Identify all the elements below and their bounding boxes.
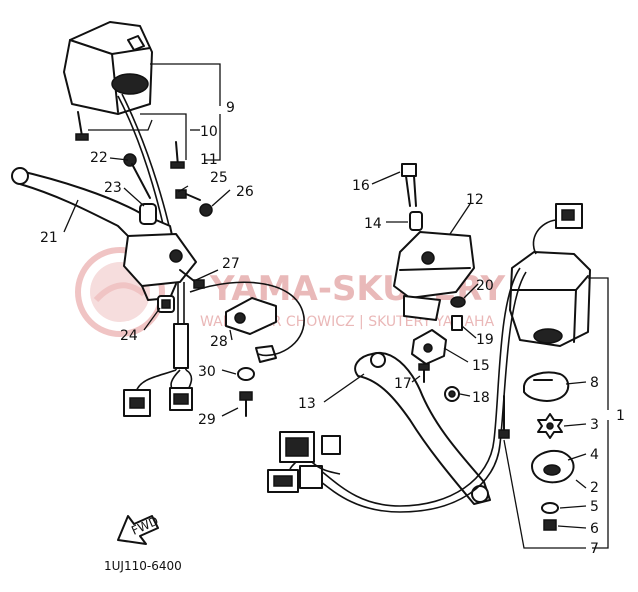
callout-20: 20 xyxy=(476,278,494,294)
brake-lever-13 xyxy=(354,351,491,505)
callout-12: 12 xyxy=(466,192,484,208)
callout-1: 1 xyxy=(616,408,625,424)
callout-21: 21 xyxy=(40,230,58,246)
screw-11 xyxy=(170,141,185,169)
callout-26: 26 xyxy=(236,184,254,200)
left-connector-b xyxy=(169,387,193,411)
callout-28: 28 xyxy=(210,334,228,350)
callout-18: 18 xyxy=(472,390,490,406)
callout-22: 22 xyxy=(90,150,108,166)
washer-5 xyxy=(541,502,559,514)
lever-holder xyxy=(123,233,197,301)
callout-3: 3 xyxy=(590,417,599,433)
callout-19: 19 xyxy=(476,332,494,348)
right-switch-housing xyxy=(509,251,591,347)
washer-30 xyxy=(237,367,255,381)
screw-7 xyxy=(498,395,510,439)
callout-15: 15 xyxy=(472,358,490,374)
brake-lever-holder-12 xyxy=(393,231,475,321)
screw-19 xyxy=(451,315,463,331)
nut-26 xyxy=(199,203,213,217)
collar-14 xyxy=(409,211,423,231)
leader-lines xyxy=(63,63,609,549)
callout-labels: 9 10 11 22 23 25 26 21 27 24 28 30 29 16… xyxy=(40,100,625,557)
callout-11: 11 xyxy=(200,152,218,168)
screw-27 xyxy=(179,269,205,289)
screw-29 xyxy=(239,391,253,417)
drawing-code: 1UJ110-6400 xyxy=(104,559,182,573)
callout-24: 24 xyxy=(120,328,138,344)
callout-16: 16 xyxy=(352,178,370,194)
callout-8: 8 xyxy=(590,375,599,391)
forward-arrow-icon: FWD xyxy=(117,514,161,545)
nut-20 xyxy=(450,296,466,308)
callout-4: 4 xyxy=(590,447,599,463)
switch-knob-4 xyxy=(531,450,575,484)
callout-2: 2 xyxy=(590,480,599,496)
collar-24 xyxy=(157,295,175,313)
callout-10: 10 xyxy=(200,124,218,140)
callout-27: 27 xyxy=(222,256,240,272)
right-connector xyxy=(555,203,583,229)
callout-13: 13 xyxy=(298,396,316,412)
callout-5: 5 xyxy=(590,499,599,515)
front-stop-switch-15 xyxy=(411,329,447,365)
callout-6: 6 xyxy=(590,521,599,537)
callout-23: 23 xyxy=(104,180,122,196)
left-connector-a xyxy=(123,389,151,417)
right-harness-connectors xyxy=(267,431,341,493)
callout-17: 17 xyxy=(394,376,412,392)
star-washer-3 xyxy=(537,413,563,439)
screw-17 xyxy=(418,363,430,383)
switch-knob-8 xyxy=(523,371,570,402)
collar-23 xyxy=(139,203,157,225)
callout-7: 7 xyxy=(590,541,599,557)
callout-30: 30 xyxy=(198,364,216,380)
callout-9: 9 xyxy=(226,100,235,116)
callout-29: 29 xyxy=(198,412,216,428)
screw-6 xyxy=(543,519,557,531)
screw-10 xyxy=(75,111,89,141)
bolt-16 xyxy=(401,163,417,207)
left-switch-housing xyxy=(63,21,153,115)
callout-25: 25 xyxy=(210,170,228,186)
nut-18 xyxy=(444,386,460,402)
clutch-switch-28 xyxy=(225,297,277,363)
callout-14: 14 xyxy=(364,216,382,232)
